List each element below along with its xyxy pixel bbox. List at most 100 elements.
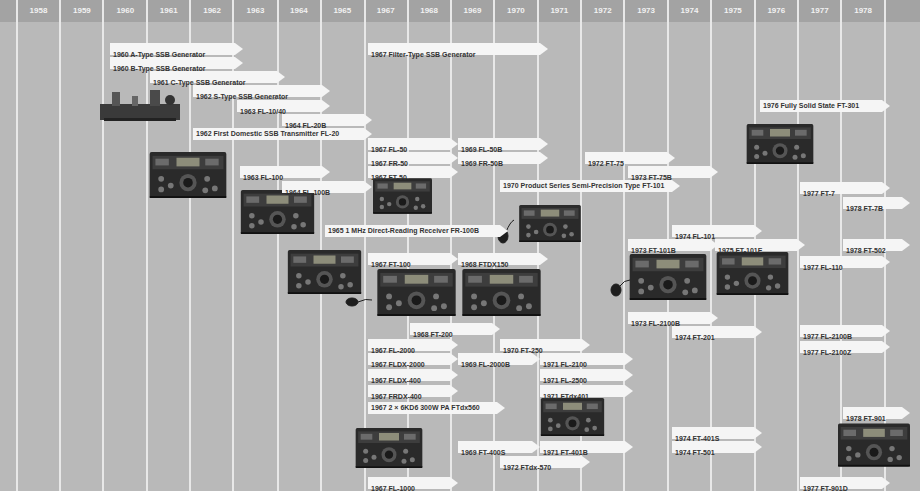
timeline-arrow: 1974 FL-101	[672, 225, 762, 237]
arrow-label: 1967 FLDX-2000	[368, 359, 425, 370]
arrow-label: 1974 FL-101	[672, 231, 715, 242]
timeline-arrow: 1968 FT-200	[410, 323, 500, 335]
timeline-arrow: 1973 FL-2100B	[628, 312, 718, 324]
radio-photo	[462, 269, 540, 316]
timeline-arrow: 1965 1 MHz Direct-Reading Receiver FR-10…	[325, 225, 508, 237]
radio-photo	[519, 205, 581, 242]
arrow-label: 1964 FL-100B	[282, 187, 330, 198]
arrow-label: 1960 A-Type SSB Generator	[110, 49, 205, 60]
timeline-arrow: 1971 FTdx401	[540, 385, 633, 397]
year-label: 1967	[364, 6, 407, 15]
arrow-label: 1967 FT-50	[368, 172, 407, 183]
timeline-arrow: 1969 FL-2000B	[458, 353, 540, 365]
arrow-label: 1977 FT-901D	[800, 483, 848, 491]
radio-photo	[288, 250, 361, 294]
arrow-label: 1972 FT-75	[585, 158, 624, 169]
year-label: 1978	[842, 6, 885, 15]
year-label: 1970	[494, 6, 537, 15]
timeline-arrow: 1974 FT-401S	[672, 427, 762, 439]
timeline-arrow: 1962 First Domestic SSB Transmitter FL-2…	[193, 128, 372, 140]
arrow-label: 1967 Filter-Type SSB Generator	[368, 49, 476, 60]
timeline-arrow: 1978 FT-7B	[843, 197, 910, 209]
timeline-arrow: 1972 FT-75	[585, 152, 675, 164]
timeline-arrow: 1967 FL-1000	[368, 477, 458, 489]
year-label: 1964	[277, 6, 320, 15]
arrow-label: 1963 FL-100	[240, 172, 283, 183]
year-label: 1974	[668, 6, 711, 15]
year-label: 1971	[538, 6, 581, 15]
arrow-label: 1961 C-Type SSB Generator	[150, 77, 245, 88]
timeline-arrow: 1977 FL-2100Z	[800, 341, 890, 353]
arrow-label: 1967 FL-1000	[368, 483, 415, 491]
arrow-label: 1967 FL-2000	[368, 345, 415, 356]
timeline-arrow: 1971 FT-401B	[540, 441, 633, 453]
timeline-arrow: 1978 FT-502	[843, 239, 910, 251]
year-label: 1965	[321, 6, 364, 15]
header-band	[0, 0, 920, 22]
arrow-label: 1971 FL-2500	[540, 375, 587, 386]
radio-photo	[630, 254, 707, 300]
radio-photo	[747, 124, 814, 164]
year-label: 1977	[798, 6, 841, 15]
arrow-label: 1970 FT-250	[500, 345, 543, 356]
year-grid	[17, 0, 885, 491]
year-label: 1960	[104, 6, 147, 15]
timeline-arrow: 1976 Fully Solid State FT-301	[760, 100, 890, 112]
timeline-arrow: 1973 FT-101B	[628, 239, 718, 251]
arrow-label: 1969 FT-400S	[458, 447, 505, 458]
timeline-arrow: 1977 FL-2100B	[800, 325, 890, 337]
timeline-arrow: 1978 FT-901	[843, 407, 910, 419]
timeline-arrow: 1969 FT-400S	[458, 441, 540, 453]
timeline-arrow: 1969 FL-50B	[458, 138, 548, 150]
arrow-label: 1962 First Domestic SSB Transmitter FL-2…	[193, 128, 361, 139]
radio-photo	[838, 423, 910, 466]
arrow-label: 1968 FT-200	[410, 329, 453, 340]
year-label: 1961	[147, 6, 190, 15]
timeline-arrow: 1977 FL-110	[800, 256, 890, 268]
arrow-label: 1977 FL-2100Z	[800, 347, 851, 358]
timeline-arrow: 1971 FL-2100	[540, 353, 633, 365]
timeline-arrow: 1967 FRDX-400	[368, 385, 458, 397]
timeline-arrow: 1970 Product Series Semi-Precision Type …	[500, 180, 680, 192]
timeline-arrow: 1974 FT-201	[672, 326, 762, 338]
arrow-label: 1978 FT-502	[843, 245, 886, 256]
radio-photo	[717, 252, 789, 295]
timeline-arrow: 1967 2 × 6KD6 300W PA FTdx560	[368, 402, 505, 414]
arrow-label: 1976 Fully Solid State FT-301	[760, 100, 879, 111]
ssb-generator	[100, 90, 180, 121]
year-label: 1962	[191, 6, 234, 15]
arrow-label: 1972 FTdx-570	[500, 462, 551, 473]
arrow-label: 1963 FL-10/40	[237, 106, 286, 117]
timeline-arrow: 1967 FT-100	[368, 253, 458, 265]
radio-photo	[150, 152, 227, 198]
timeline-arrow: 1960 B-Type SSB Generator	[110, 57, 243, 69]
timeline-arrow: 1967 FR-50	[368, 152, 458, 164]
arrow-label: 1974 FT-401S	[672, 433, 719, 444]
radio-photo	[541, 398, 604, 436]
timeline-arrow: 1971 FL-2500	[540, 369, 633, 381]
arrow-label: 1962 S-Type SSB Generator	[193, 91, 288, 102]
arrow-label: 1971 FT-401B	[540, 447, 588, 458]
arrow-label: 1970 Product Series Semi-Precision Type …	[500, 180, 669, 191]
year-label: 1958	[17, 6, 60, 15]
timeline-arrow: 1964 FL-20B	[282, 114, 372, 126]
timeline-arrow: 1964 FL-100B	[282, 181, 372, 193]
timeline-arrow: 1969 FR-50B	[458, 152, 548, 164]
arrow-label: 1968 FTDX150	[458, 259, 508, 270]
year-label: 1972	[581, 6, 624, 15]
arrow-label: 1977 FT-7	[800, 188, 835, 199]
radio-photo	[377, 269, 455, 316]
arrow-label: 1967 FT-100	[368, 259, 411, 270]
timeline-arrow: 1974 FT-501	[672, 441, 762, 453]
arrow-label: 1969 FL-2000B	[458, 359, 510, 370]
arrow-label: 1971 FL-2100	[540, 359, 587, 370]
arrow-label: 1974 FT-501	[672, 447, 715, 458]
arrow-label: 1967 FR-50	[368, 158, 408, 169]
year-label: 1976	[755, 6, 798, 15]
arrow-label: 1969 FR-50B	[458, 158, 503, 169]
timeline-arrow: 1963 FL-10/40	[237, 100, 330, 112]
year-label: 1963	[234, 6, 277, 15]
timeline-arrow: 1968 FTDX150	[458, 253, 548, 265]
timeline-arrow: 1963 FL-100	[240, 166, 330, 178]
timeline-arrow: 1975 FT-101E	[715, 239, 805, 251]
